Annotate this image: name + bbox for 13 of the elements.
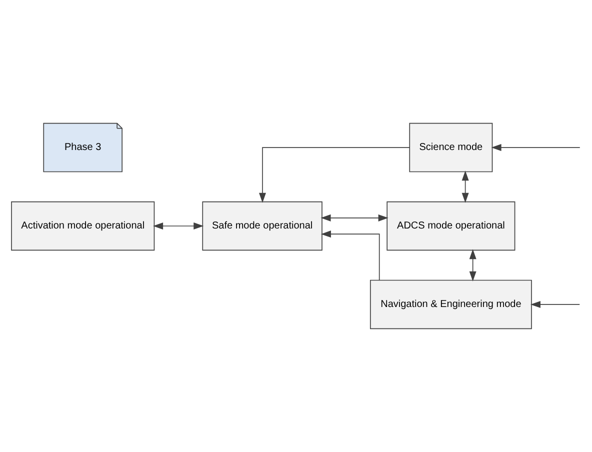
node-box: Safe mode operational — [202, 201, 322, 251]
arrow — [491, 144, 580, 152]
arrow — [258, 147, 410, 203]
arrow — [469, 249, 476, 282]
node-box: ADCS mode operational — [386, 201, 516, 251]
arrow — [320, 230, 380, 281]
arrow — [320, 214, 388, 222]
node-box: Science mode — [409, 122, 493, 172]
arrow — [530, 300, 580, 308]
arrow — [153, 222, 204, 230]
node-box: Activation mode operational — [11, 201, 155, 251]
arrow — [462, 170, 469, 203]
node-box: Navigation & Engineering mode — [370, 280, 532, 330]
